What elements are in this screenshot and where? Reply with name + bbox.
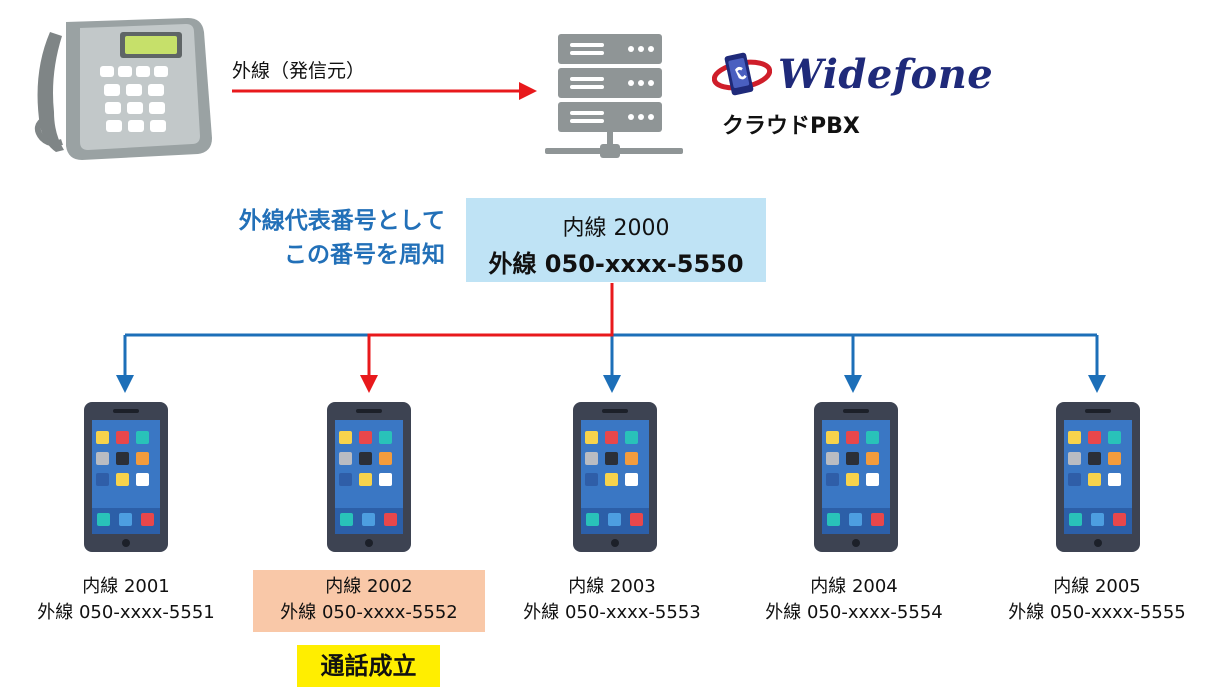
- brand-subtitle: クラウドPBX: [722, 114, 860, 139]
- extension-label-2004: 内線 2004 外線 050-xxxx-5554: [734, 570, 974, 632]
- smartphone-2004: [814, 402, 898, 552]
- smartphone-icon: [573, 402, 657, 552]
- widefone-logo-icon: [712, 52, 772, 96]
- extension-internal: 内線 2001: [82, 576, 170, 597]
- smartphone-icon: [84, 402, 168, 552]
- extension-external: 外線 050-xxxx-5551: [37, 602, 215, 623]
- smartphone-icon: [327, 402, 411, 552]
- extension-external: 外線 050-xxxx-5553: [523, 602, 701, 623]
- smartphone-2003: [573, 402, 657, 552]
- announcement-note-line-2: この番号を周知: [284, 242, 445, 268]
- server-rack-icon: [545, 34, 683, 158]
- smartphone-2005: [1056, 402, 1140, 552]
- announcement-note-line-1: 外線代表番号として: [238, 208, 445, 234]
- announcement-note: 外線代表番号として この番号を周知: [150, 204, 445, 272]
- smartphone-2002: [327, 402, 411, 552]
- call-established-badge: 通話成立: [297, 645, 440, 687]
- main-internal-number: 内線 2000: [562, 216, 670, 241]
- extension-external: 外線 050-xxxx-5554: [765, 602, 943, 623]
- desk-phone-icon: [34, 18, 212, 160]
- smartphone-2001: [84, 402, 168, 552]
- extension-label-2005: 内線 2005 外線 050-xxxx-5555: [977, 570, 1217, 632]
- extension-internal: 内線 2005: [1053, 576, 1141, 597]
- extension-external: 外線 050-xxxx-5555: [1008, 602, 1186, 623]
- extension-label-2003: 内線 2003 外線 050-xxxx-5553: [492, 570, 732, 632]
- main-number-box: 内線 2000 外線 050-xxxx-5550: [466, 198, 766, 282]
- smartphone-icon: [814, 402, 898, 552]
- extension-external: 外線 050-xxxx-5552: [280, 602, 458, 623]
- extension-internal: 内線 2002: [325, 576, 413, 597]
- brand-logo: Widefone: [712, 48, 993, 100]
- active-call-path: [360, 283, 614, 393]
- caller-line-label: 外線（発信元）: [232, 60, 366, 82]
- brand-name: Widefone: [778, 50, 994, 98]
- smartphone-icon: [1056, 402, 1140, 552]
- extension-internal: 内線 2003: [568, 576, 656, 597]
- main-external-number: 外線 050-xxxx-5550: [488, 250, 744, 278]
- extension-label-2002: 内線 2002 外線 050-xxxx-5552: [253, 570, 485, 632]
- extension-internal: 内線 2004: [810, 576, 898, 597]
- extension-label-2001: 内線 2001 外線 050-xxxx-5551: [6, 570, 246, 632]
